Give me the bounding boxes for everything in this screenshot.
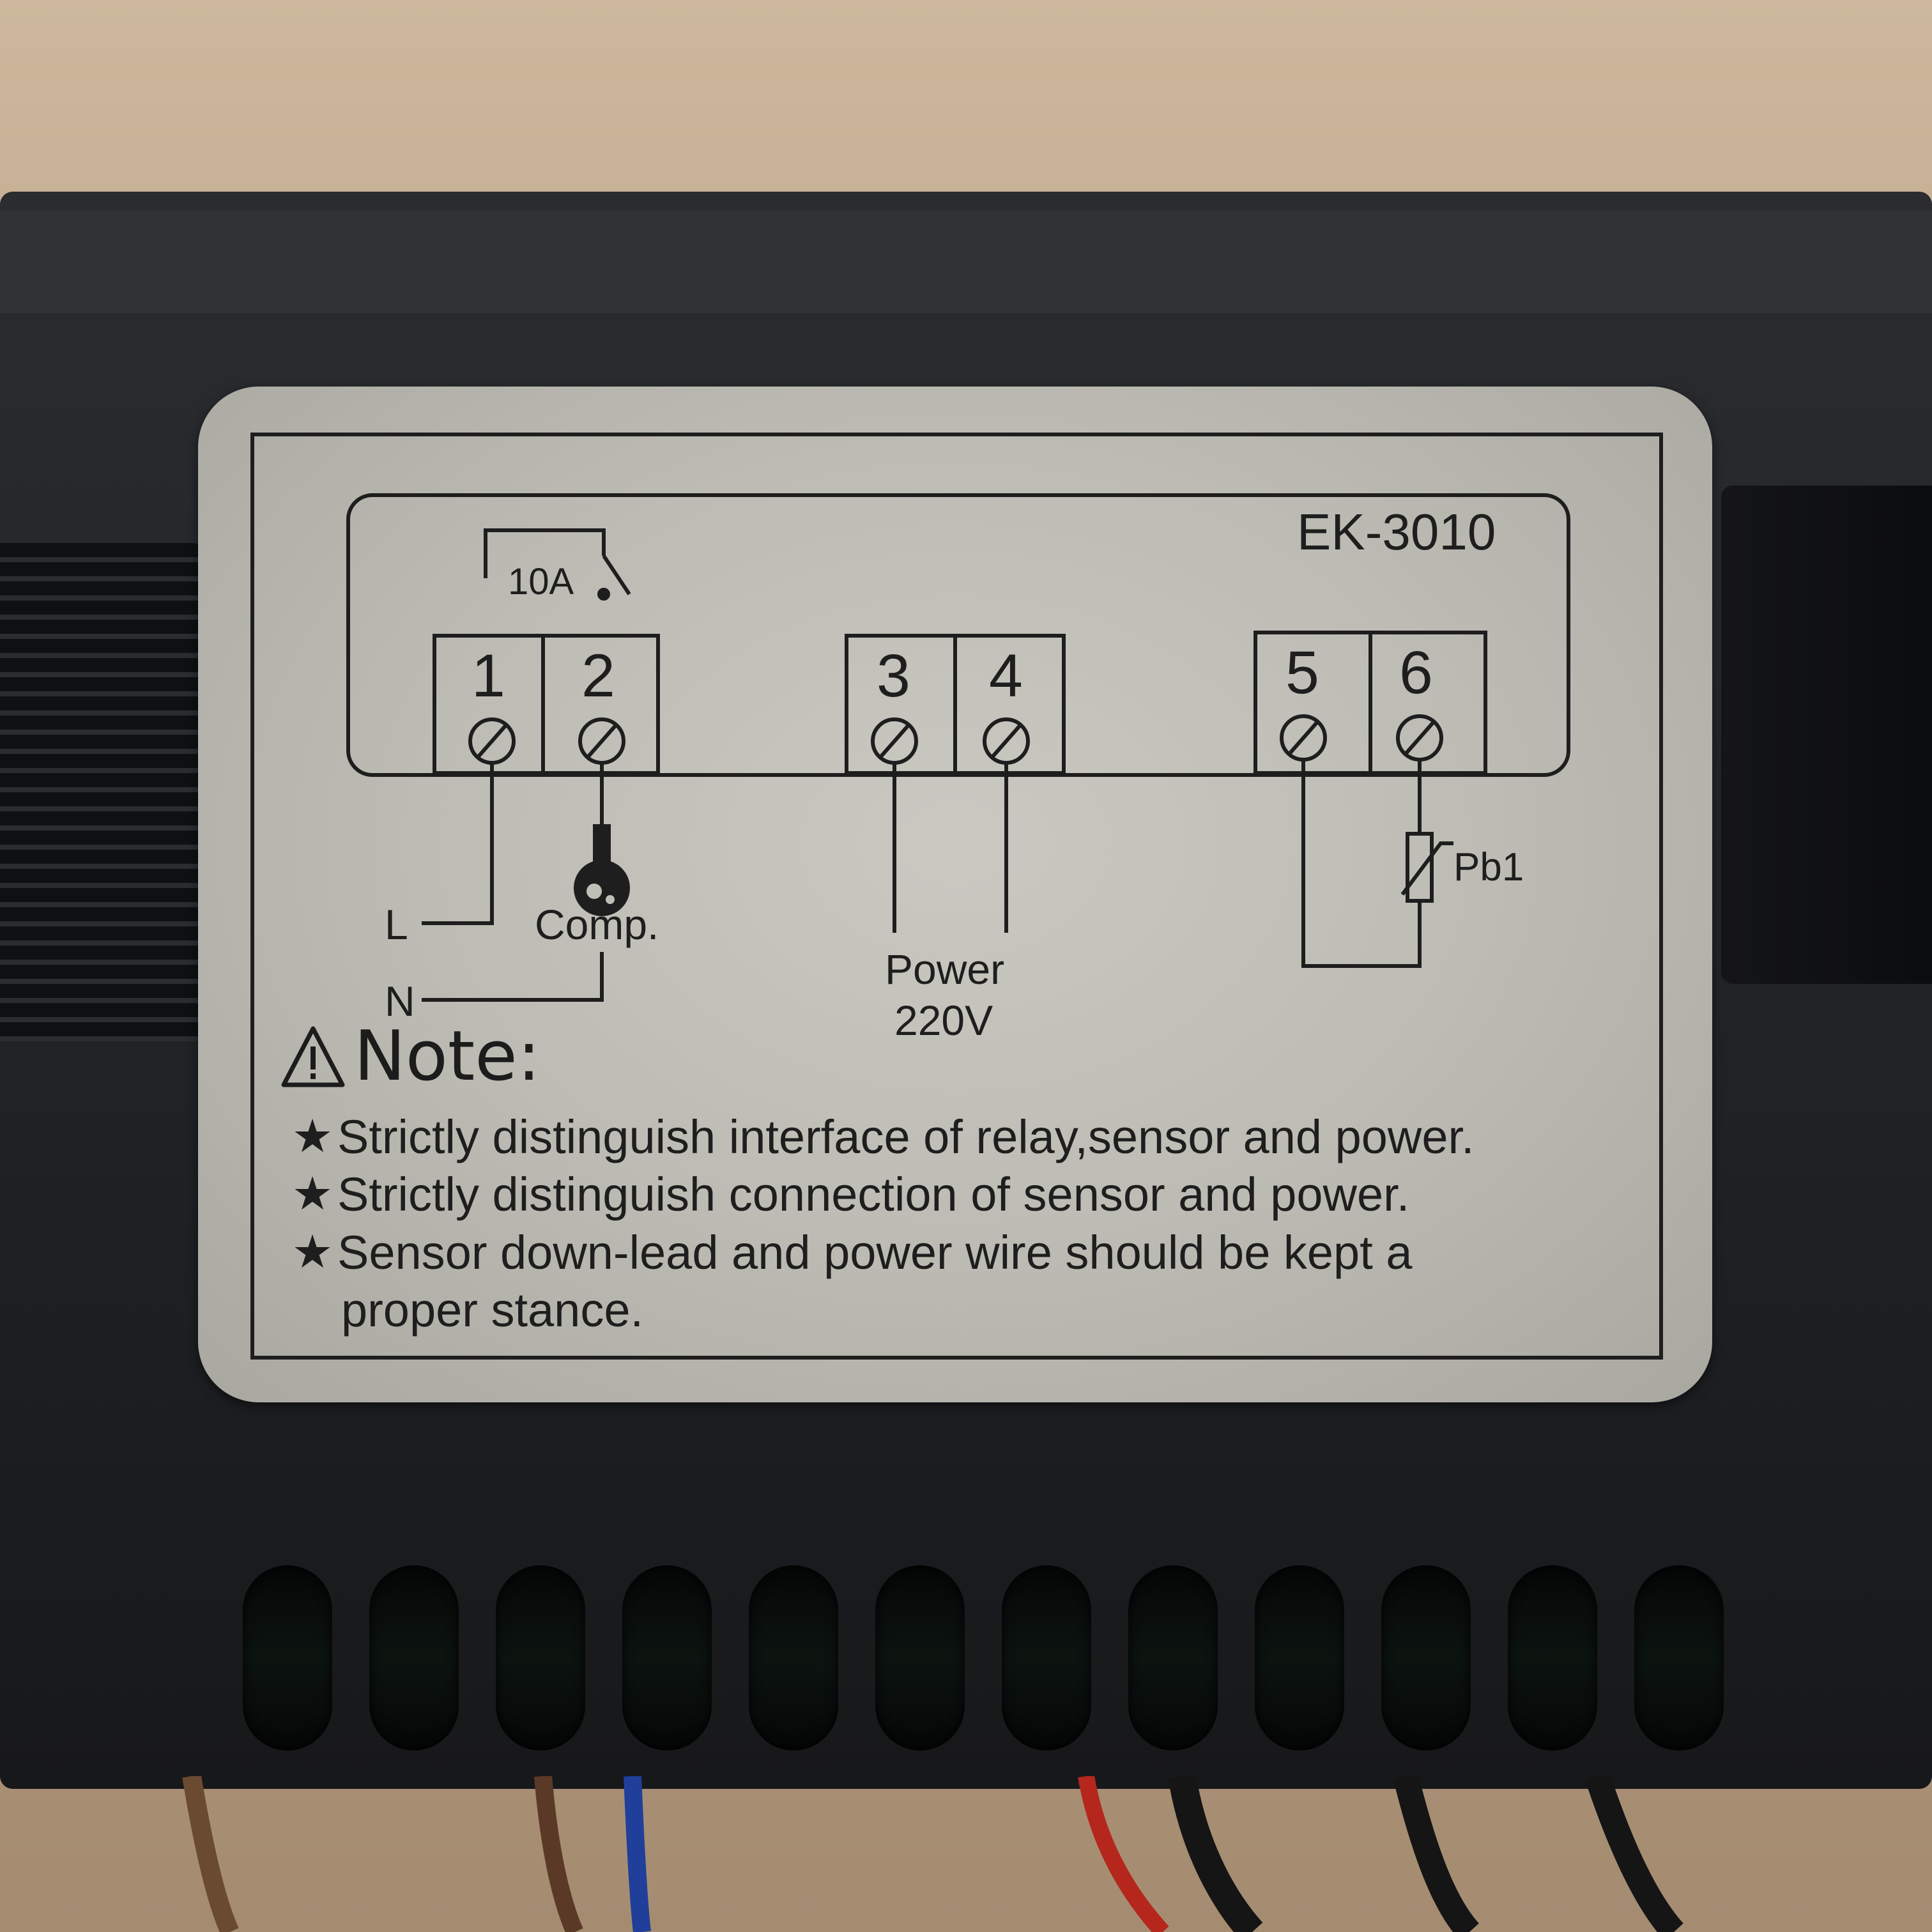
right-mounting-clip (1721, 486, 1932, 984)
thermistor-icon (1400, 832, 1453, 903)
note-continuation: proper stance. (341, 1283, 644, 1337)
vent-slot (749, 1565, 838, 1751)
star-icon: ★ (291, 1167, 334, 1221)
terminal-number-4: 4 (989, 642, 1023, 710)
note-text: Sensor down-lead and power wire should b… (337, 1225, 1413, 1279)
sensor-label: Pb1 (1453, 845, 1524, 889)
terminal-box-4 (953, 634, 1066, 775)
note-item: ★ Strictly distinguish interface of rela… (288, 1108, 1693, 1166)
screw-terminal-icon (578, 717, 625, 765)
screw-terminal-icon (1280, 714, 1327, 762)
terminal-number-6: 6 (1399, 639, 1433, 707)
vent-slot (1381, 1565, 1471, 1751)
screw-terminal-icon (468, 717, 516, 765)
vent-slot (369, 1565, 459, 1751)
star-icon: ★ (291, 1109, 334, 1163)
note-text: Strictly distinguish interface of relay,… (337, 1110, 1475, 1163)
note-text: Strictly distinguish connection of senso… (337, 1168, 1410, 1222)
warning-triangle-icon (281, 1026, 345, 1087)
note-item: ★ Sensor down-lead and power wire should… (288, 1224, 1693, 1282)
vent-slot (496, 1565, 585, 1751)
note-item: ★ Strictly distinguish connection of sen… (288, 1166, 1693, 1223)
neutral-wire (422, 952, 604, 1002)
line-wire (422, 763, 494, 925)
screw-terminal-icon (871, 717, 918, 765)
screw-terminal-icon (1396, 714, 1443, 762)
screw-terminal-icon (983, 717, 1030, 765)
terminal-number-3: 3 (877, 642, 910, 710)
vent-slot (1002, 1565, 1091, 1751)
vent-slot (1634, 1565, 1724, 1751)
vent-slot (243, 1565, 332, 1751)
vent-slot (622, 1565, 712, 1751)
terminal-number-5: 5 (1285, 639, 1319, 707)
terminal-number-2: 2 (581, 642, 615, 710)
relay-bracket (484, 528, 606, 578)
sensor-loop (1301, 760, 1422, 968)
compressor-label: Comp. (535, 901, 659, 948)
neutral-label: N (385, 977, 415, 1025)
terminal-vents (243, 1565, 1744, 1757)
wire-bundle (182, 1776, 1683, 1932)
relay-rating-label: 10A (508, 561, 574, 602)
vent-slot (875, 1565, 965, 1751)
relay-switch-contact (602, 555, 631, 595)
compressor-icon (574, 824, 630, 916)
label-border (250, 433, 1663, 1360)
power-label: Power (885, 946, 1004, 993)
note-list: ★ Strictly distinguish interface of rela… (288, 1108, 1693, 1339)
star-icon: ★ (291, 1224, 334, 1278)
left-mounting-clip (0, 543, 204, 1041)
note-title: Note: (354, 1016, 541, 1096)
note-heading: Note: (281, 1022, 540, 1091)
vent-slot (1128, 1565, 1218, 1751)
model-label: EK-3010 (1297, 503, 1496, 560)
housing-top-edge (0, 211, 1932, 313)
terminal-box-6 (1368, 631, 1487, 775)
line-label: L (385, 901, 408, 948)
vent-slot (1255, 1565, 1344, 1751)
terminal-number-1: 1 (471, 642, 505, 710)
voltage-label: 220V (894, 997, 993, 1044)
vent-slot (1508, 1565, 1597, 1751)
wiring-label-plate (198, 387, 1712, 1402)
